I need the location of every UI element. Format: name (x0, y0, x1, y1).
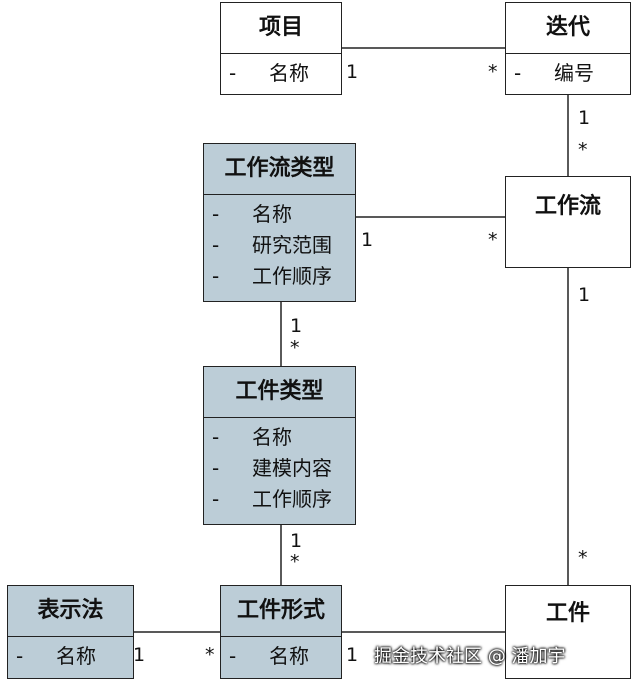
visibility-marker: - (229, 61, 237, 85)
class-artifact-form: 工件形式 - 名称 (220, 585, 342, 679)
class-artifact-type: 工件类型 - 名称 - 建模内容 - 工作顺序 (203, 366, 356, 525)
attribute-list: - 名称 (8, 636, 133, 672)
attribute-list: - 名称 - 建模内容 - 工作顺序 (204, 417, 355, 515)
attribute-name: 研究范围 (252, 233, 332, 257)
attribute-name: 名称 (269, 644, 309, 668)
multiplicity-label: 1 (346, 61, 359, 83)
multiplicity-label: * (578, 547, 588, 569)
visibility-marker: - (212, 233, 220, 257)
attribute-list: - 名称 (221, 636, 341, 672)
multiplicity-label: * (488, 229, 498, 251)
multiplicity-label: 1 (346, 644, 359, 666)
class-notation: 表示法 - 名称 (7, 585, 134, 679)
watermark-text: 掘金技术社区 @ 潘加宇 (374, 646, 566, 667)
class-title: 迭代 (545, 15, 590, 40)
multiplicity-label: 1 (578, 107, 591, 129)
attribute-list: - 名称 - 研究范围 - 工作顺序 (204, 194, 355, 292)
attribute-row: - 名称 (8, 641, 133, 672)
multiplicity-label: 1 (290, 315, 303, 337)
attribute-list: - 名称 (221, 53, 341, 89)
attribute-list: - 编号 (506, 53, 630, 89)
class-title: 工作流类型 (224, 156, 335, 181)
visibility-marker: - (212, 425, 220, 449)
attribute-row: - 建模内容 (204, 453, 355, 484)
visibility-marker: - (514, 61, 522, 85)
multiplicity-label: * (578, 139, 588, 161)
attribute-row: - 工作顺序 (204, 261, 355, 292)
multiplicity-label: * (488, 61, 498, 83)
attribute-row: - 工作顺序 (204, 484, 355, 515)
visibility-marker: - (212, 487, 220, 511)
multiplicity-label: * (205, 644, 215, 666)
class-title: 表示法 (37, 598, 104, 623)
class-title: 工作流 (534, 194, 601, 219)
attribute-name: 工作顺序 (252, 264, 332, 288)
class-project: 项目 - 名称 (220, 2, 342, 95)
attribute-name: 名称 (252, 202, 292, 226)
class-workflow-type: 工作流类型 - 名称 - 研究范围 - 工作顺序 (203, 143, 356, 302)
class-title: 工件形式 (236, 598, 325, 623)
multiplicity-label: 1 (133, 644, 146, 666)
visibility-marker: - (212, 202, 220, 226)
attribute-row: - 名称 (204, 199, 355, 230)
multiplicity-label: 1 (290, 530, 303, 552)
class-workflow: 工作流 (505, 176, 631, 268)
visibility-marker: - (16, 644, 24, 668)
attribute-name: 名称 (269, 61, 309, 85)
attribute-name: 建模内容 (252, 456, 332, 480)
attribute-name: 工作顺序 (252, 487, 332, 511)
attribute-row: - 研究范围 (204, 230, 355, 261)
class-iteration: 迭代 - 编号 (505, 2, 631, 95)
class-title: 工件类型 (235, 379, 324, 404)
multiplicity-label: * (290, 551, 300, 573)
attribute-name: 名称 (56, 644, 96, 668)
visibility-marker: - (212, 456, 220, 480)
visibility-marker: - (229, 644, 237, 668)
visibility-marker: - (212, 264, 220, 288)
attribute-row: - 编号 (506, 58, 630, 89)
class-title: 项目 (258, 15, 303, 40)
multiplicity-label: * (290, 337, 300, 359)
multiplicity-label: 1 (361, 229, 374, 251)
attribute-row: - 名称 (221, 641, 341, 672)
class-artifact: 工件 (505, 585, 631, 679)
attribute-name: 编号 (554, 61, 594, 85)
multiplicity-label: 1 (578, 284, 591, 306)
attribute-name: 名称 (252, 425, 292, 449)
attribute-row: - 名称 (221, 58, 341, 89)
class-title: 工件 (545, 601, 590, 626)
attribute-row: - 名称 (204, 422, 355, 453)
